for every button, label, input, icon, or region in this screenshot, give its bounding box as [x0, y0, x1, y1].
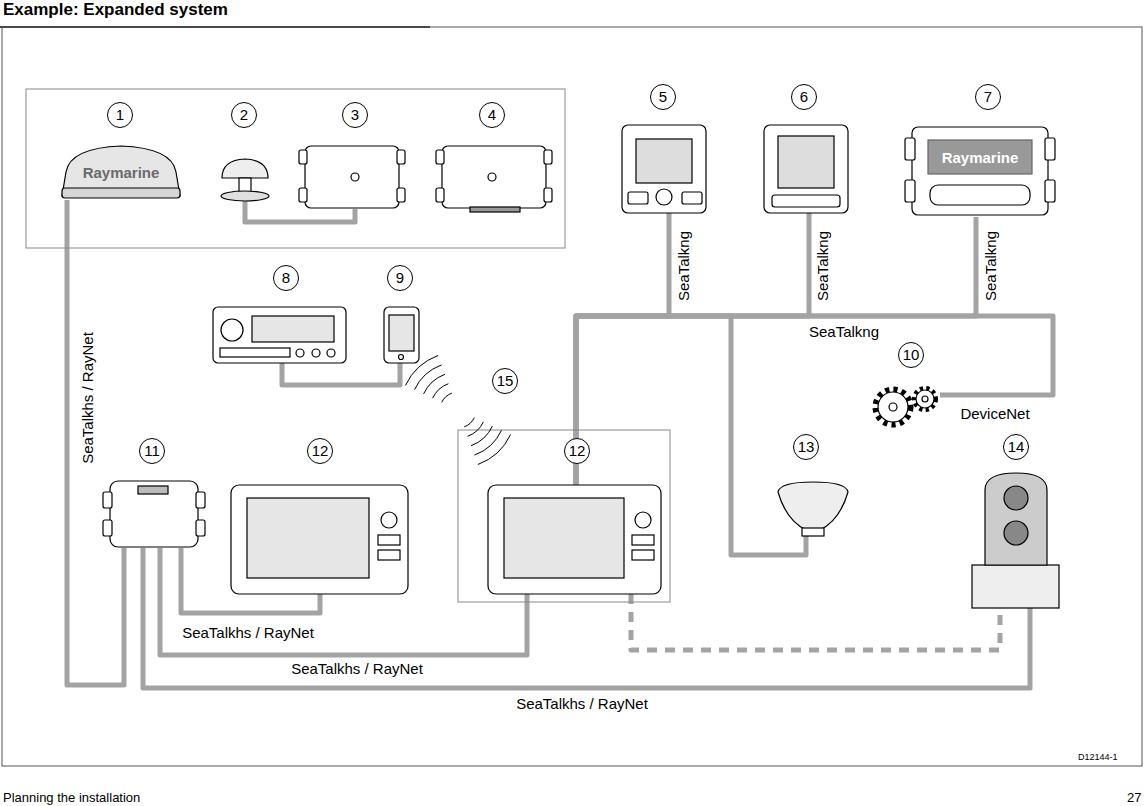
- device: 2: [222, 160, 268, 200]
- device: 4: [442, 143, 546, 213]
- cable-label: SeaTalkhs / RayNet: [179, 624, 317, 641]
- callout-number: 3: [342, 102, 368, 128]
- page-footer: Planning the installation: [3, 790, 140, 805]
- cable-label: SeaTalkhs / RayNet: [513, 695, 651, 712]
- diagram-title: Example: Expanded system: [3, 0, 228, 20]
- wireless-wave: [464, 418, 474, 427]
- callout-number: 15: [492, 368, 518, 394]
- callout-number: 6: [791, 84, 817, 110]
- wireless-wave: [468, 422, 484, 436]
- network-cable: [67, 200, 124, 685]
- figure-id: D12144-1: [1078, 752, 1118, 762]
- network-cable: [576, 316, 1053, 485]
- device: 3: [305, 143, 399, 209]
- callout-number: 10: [898, 342, 924, 368]
- wireless-wave: [442, 393, 452, 402]
- brand-logo: Raymarine: [942, 149, 1019, 166]
- callout-number: 8: [273, 265, 299, 291]
- callout-number: 12: [564, 438, 590, 464]
- callout-number: 13: [793, 434, 819, 460]
- cable-label: DeviceNet: [957, 405, 1032, 422]
- callout-number: 12: [307, 438, 333, 464]
- cable-label: SeaTalkng: [806, 323, 882, 340]
- network-cable: [576, 213, 669, 485]
- page-number: 27: [1127, 790, 1141, 805]
- callout-number: 9: [387, 265, 413, 291]
- device: 5: [622, 125, 706, 213]
- callout-number: 7: [975, 84, 1001, 110]
- callout-number: 14: [1003, 434, 1029, 460]
- device: 11: [103, 481, 205, 548]
- wireless-wave: [433, 384, 449, 398]
- device: 12: [488, 485, 661, 594]
- callout-number: 1: [107, 102, 133, 128]
- network-cable: [282, 363, 400, 385]
- wireless-wave: [414, 365, 441, 390]
- device: 13: [778, 482, 850, 536]
- device: 9: [384, 307, 419, 363]
- callout-number: 11: [139, 438, 165, 464]
- device: 7Raymarine: [905, 127, 1055, 217]
- cable-label: SeaTalkhs / RayNet: [79, 329, 96, 467]
- cable-label: SeaTalkng: [982, 228, 999, 304]
- callout-number: 4: [479, 102, 505, 128]
- cable-label: SeaTalkng: [814, 228, 831, 304]
- wireless-wave: [474, 430, 501, 455]
- wireless-wave: [478, 435, 511, 465]
- callout-number: 2: [231, 102, 257, 128]
- device: 6: [764, 125, 848, 213]
- cable-label: SeaTalkng: [675, 228, 692, 304]
- cable-label: SeaTalkhs / RayNet: [288, 660, 426, 677]
- wireless-wave: [471, 426, 492, 446]
- device: 10: [872, 378, 940, 430]
- device: 12: [231, 485, 408, 594]
- network-cable: [576, 213, 809, 485]
- wireless-wave: [424, 374, 445, 394]
- callout-number: 5: [650, 84, 676, 110]
- device: 1Raymarine: [62, 142, 180, 200]
- network-cable: [576, 217, 976, 485]
- wireless-wave: [405, 355, 438, 385]
- device: 8: [213, 307, 346, 363]
- brand-logo: Raymarine: [83, 164, 160, 181]
- device: 14: [972, 473, 1059, 608]
- network-cable: [631, 594, 1000, 650]
